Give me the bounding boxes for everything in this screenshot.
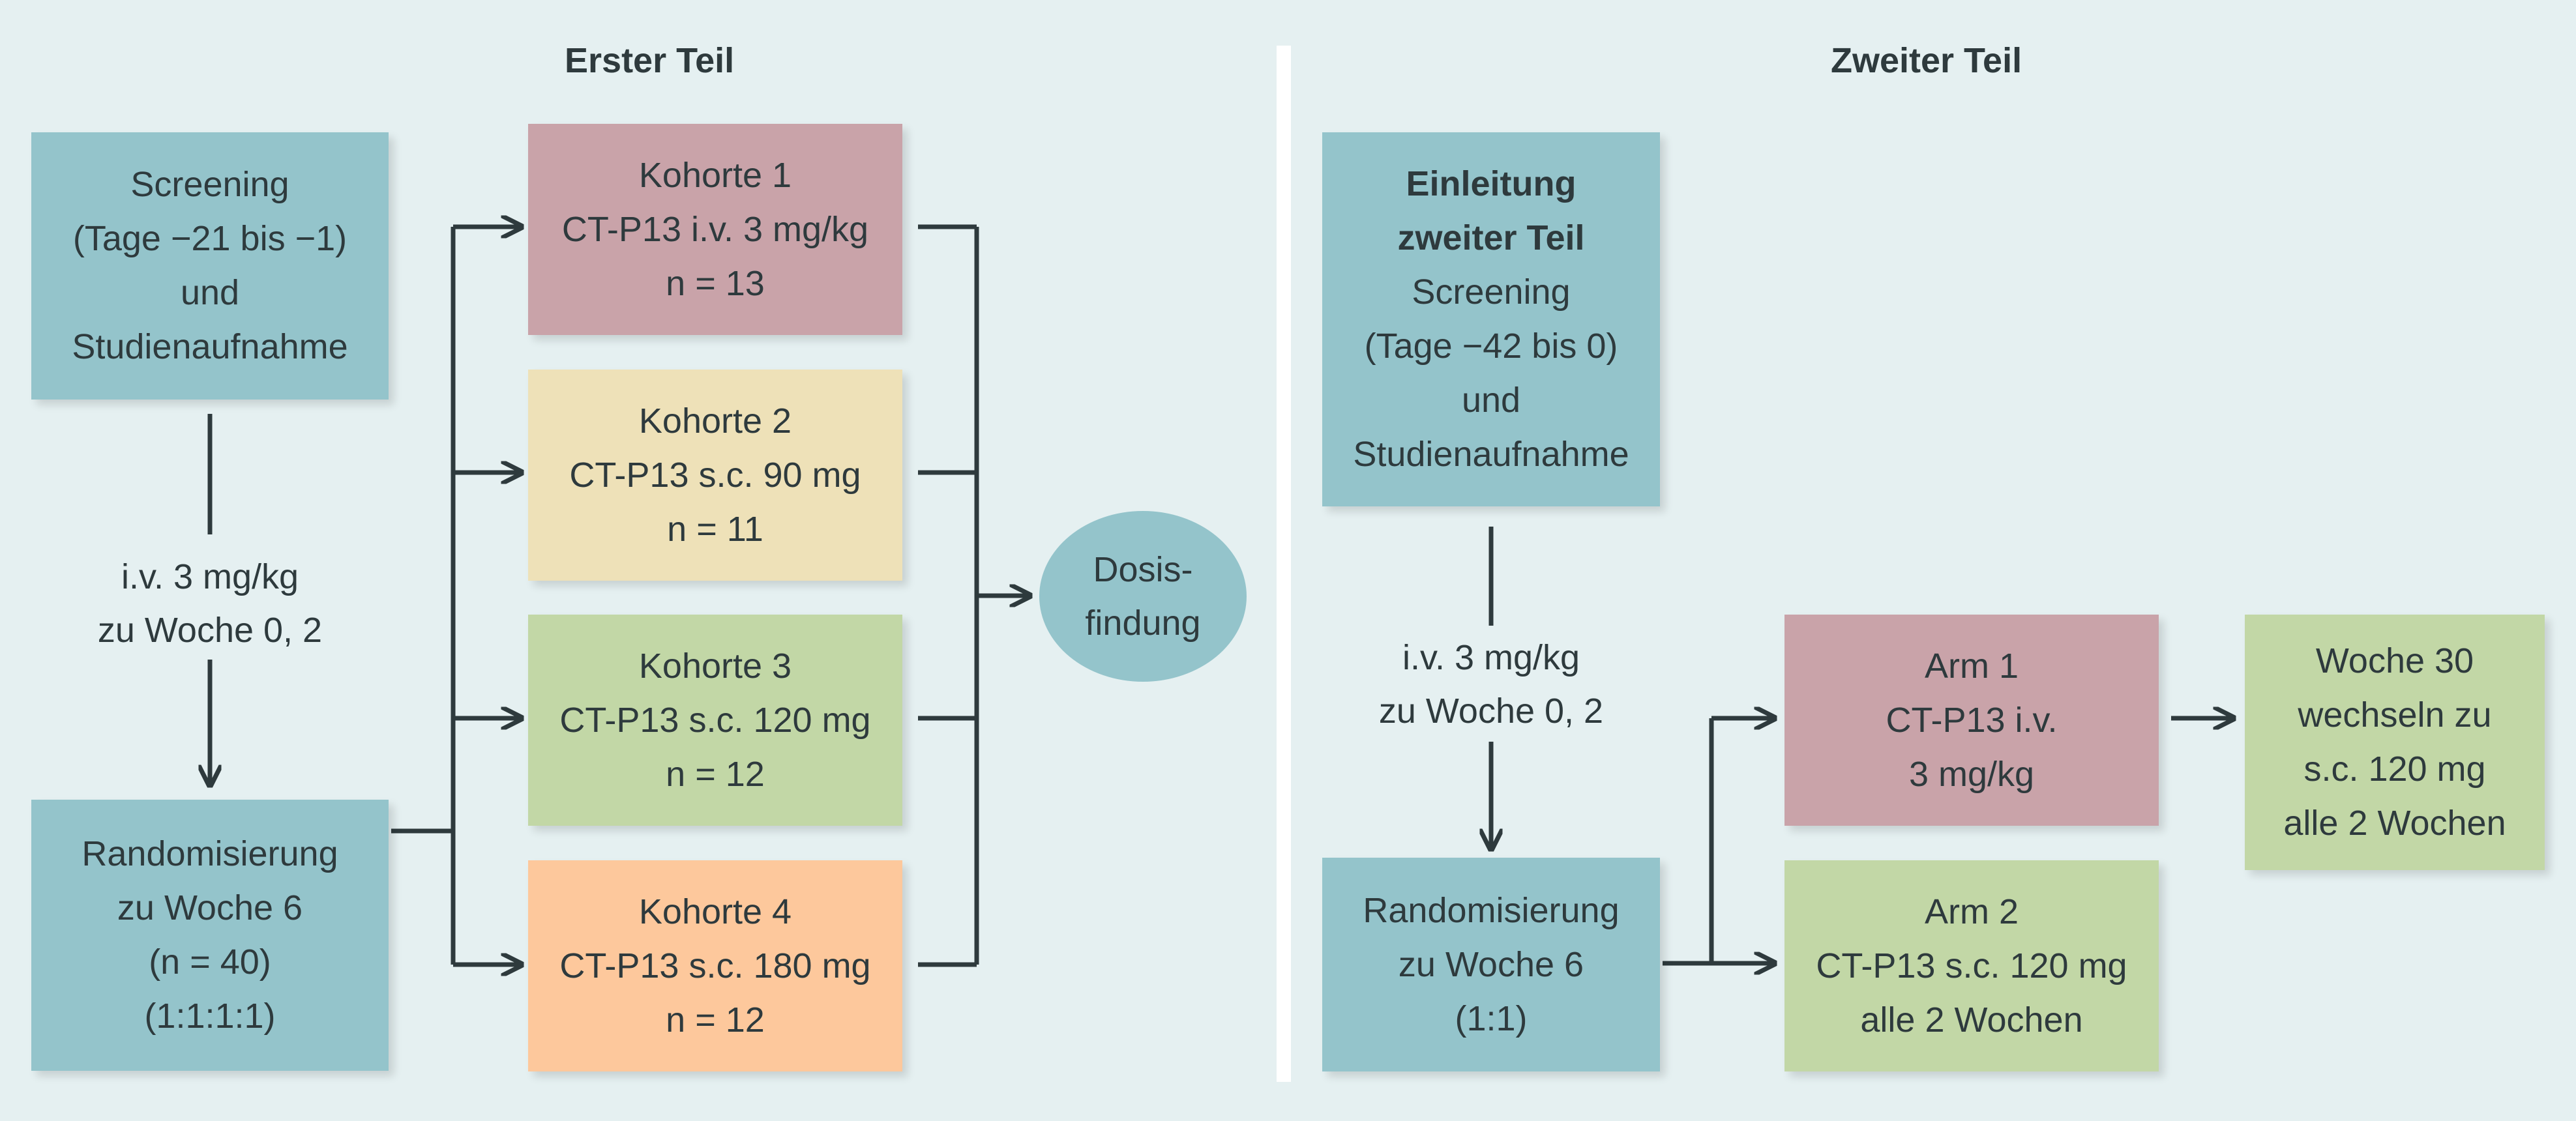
- p2-randomization-line-3: (1:1): [1455, 998, 1528, 1038]
- switch-line-2: wechseln zu: [2298, 695, 2492, 735]
- p1-screening-line-3: und: [180, 273, 240, 312]
- p1-arrow-label-line-2: zu Woche 0, 2: [97, 611, 323, 650]
- p1-arrow-label-line-1: i.v. 3 mg/kg: [121, 557, 299, 596]
- part1-title: Erster Teil: [565, 41, 735, 80]
- section-divider: [1277, 46, 1291, 1082]
- dose-finding-ellipse: Dosis- findung: [1039, 511, 1247, 682]
- switch-line-3: s.c. 120 mg: [2303, 750, 2486, 789]
- p2-intro-bold-line-2: zweiter Teil: [1397, 218, 1585, 257]
- p1-arrow-label: i.v. 3 mg/kg zu Woche 0, 2: [73, 550, 347, 657]
- arm-2-title: Arm 2: [1924, 892, 2019, 931]
- cohort-3-drug: CT-P13 s.c. 120 mg: [559, 700, 871, 740]
- part2-title: Zweiter Teil: [1831, 41, 2022, 80]
- switch-line-4: alle 2 Wochen: [2283, 804, 2506, 843]
- dose-finding-line-1: Dosis-: [1093, 550, 1193, 589]
- p2-intro-bold-line-1: Einleitung: [1406, 164, 1577, 203]
- arm-2-drug: CT-P13 s.c. 120 mg: [1816, 946, 2127, 985]
- arm-2-box: Arm 2 CT-P13 s.c. 120 mg alle 2 Wochen: [1784, 860, 2159, 1071]
- p1-randomization-line-2: zu Woche 6: [117, 888, 303, 927]
- cohort-2-box: Kohorte 2 CT-P13 s.c. 90 mg n = 11: [528, 370, 902, 581]
- switch-line-1: Woche 30: [2315, 641, 2474, 680]
- arm-1-dose: 3 mg/kg: [1908, 754, 2035, 794]
- dose-finding-line-2: findung: [1085, 604, 1201, 643]
- cohort-3-box: Kohorte 3 CT-P13 s.c. 120 mg n = 12: [528, 615, 902, 826]
- cohort-1-title: Kohorte 1: [638, 155, 792, 195]
- arm-1-title: Arm 1: [1924, 646, 2019, 686]
- cohort-4-title: Kohorte 4: [638, 892, 792, 931]
- cohort-4-n: n = 12: [666, 1000, 765, 1040]
- cohort-4-drug: CT-P13 s.c. 180 mg: [559, 946, 871, 985]
- p2-randomization-line-2: zu Woche 6: [1398, 944, 1584, 984]
- cohort-3-n: n = 12: [666, 754, 765, 794]
- p2-arrow-label-line-2: zu Woche 0, 2: [1378, 692, 1604, 731]
- p1-randomization-line-4: (1:1:1:1): [144, 997, 276, 1036]
- p1-screening-box: Screening (Tage −21 bis −1) und Studiena…: [31, 132, 389, 400]
- cohort-1-box: Kohorte 1 CT-P13 i.v. 3 mg/kg n = 13: [528, 124, 902, 335]
- p2-randomization-line-1: Randomisierung: [1363, 890, 1620, 930]
- p2-arrow-label: i.v. 3 mg/kg zu Woche 0, 2: [1354, 631, 1628, 738]
- cohort-4-box: Kohorte 4 CT-P13 s.c. 180 mg n = 12: [528, 860, 902, 1071]
- p1-randomization-line-1: Randomisierung: [81, 834, 338, 873]
- cohort-1-n: n = 13: [666, 263, 765, 303]
- p2-arrow-label-line-1: i.v. 3 mg/kg: [1402, 638, 1580, 677]
- p1-screening-line-2: (Tage −21 bis −1): [72, 219, 348, 258]
- cohort-2-drug: CT-P13 s.c. 90 mg: [569, 455, 861, 495]
- p2-intro-line-4: Studienaufnahme: [1353, 435, 1629, 474]
- p2-intro-line-2: (Tage −42 bis 0): [1364, 327, 1618, 366]
- p2-intro-line-1: Screening: [1412, 272, 1571, 312]
- p1-screening-line-4: Studienaufnahme: [72, 327, 348, 366]
- arm-1-box: Arm 1 CT-P13 i.v. 3 mg/kg: [1784, 615, 2159, 826]
- arm-2-schedule: alle 2 Wochen: [1860, 1000, 2083, 1040]
- cohort-3-title: Kohorte 3: [638, 646, 792, 686]
- p2-intro-box: Einleitung zweiter Teil Screening (Tage …: [1322, 132, 1660, 506]
- p2-intro-line-3: und: [1461, 381, 1521, 420]
- p2-randomization-box: Randomisierung zu Woche 6 (1:1): [1322, 858, 1660, 1071]
- cohort-1-drug: CT-P13 i.v. 3 mg/kg: [561, 209, 869, 249]
- cohort-2-n: n = 11: [667, 509, 763, 549]
- arm-1-drug: CT-P13 i.v.: [1886, 700, 2058, 740]
- switch-box: Woche 30 wechseln zu s.c. 120 mg alle 2 …: [2245, 615, 2545, 870]
- p1-randomization-box: Randomisierung zu Woche 6 (n = 40) (1:1:…: [31, 800, 389, 1071]
- p1-randomization-line-3: (n = 40): [149, 942, 271, 982]
- p1-screening-line-1: Screening: [130, 165, 289, 204]
- cohort-2-title: Kohorte 2: [638, 401, 792, 441]
